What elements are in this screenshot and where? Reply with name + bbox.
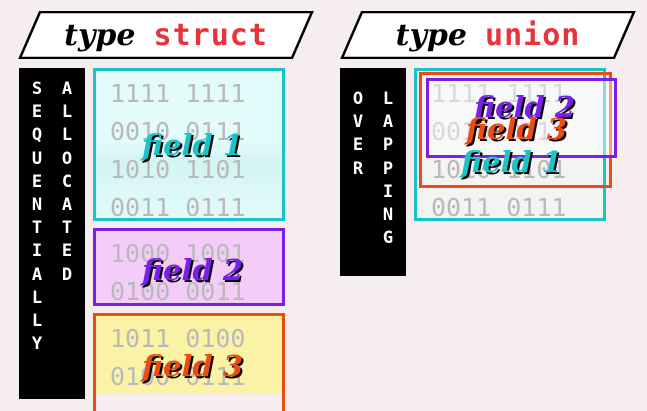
- struct-title-keyword: type: [64, 17, 136, 53]
- union-field-1-box: 1111 1111 0010 0111 1010 1101 0011 0111: [414, 68, 606, 221]
- struct-field-3-label: field 3: [142, 349, 244, 383]
- struct-field-3-bits: 1011 0100 0100 0111: [110, 320, 245, 396]
- union-bit-row: 1111 1111: [431, 79, 567, 108]
- union-field-3-box: [419, 72, 612, 188]
- struct-title-banner: type struct: [18, 11, 314, 59]
- struct-field-1-bit-row: 0011 0111: [110, 193, 246, 221]
- allocated-letter: C: [61, 171, 73, 192]
- allocated-letter: L: [61, 102, 73, 123]
- allocated-letter: A: [61, 194, 73, 215]
- struct-title-typename: struct: [153, 17, 268, 53]
- struct-field-2-label: field 2: [142, 253, 244, 287]
- union-bit-row: 1010 1101: [431, 155, 567, 184]
- struct-field-2-bit-row: 1000 1001: [110, 239, 246, 268]
- allocated-letter: O: [61, 148, 73, 169]
- sequentially-letter: U: [31, 148, 43, 169]
- lapping-letter: N: [382, 204, 394, 225]
- struct-title-parallelogram: [18, 11, 314, 59]
- allocated-letter: A: [61, 79, 73, 99]
- union-field-3-label: field 3: [466, 112, 568, 146]
- union-title: type union: [396, 18, 581, 53]
- lapping-letter: I: [382, 181, 394, 202]
- over-letter: V: [352, 112, 364, 133]
- struct-title: type struct: [64, 18, 268, 53]
- struct-field-2-bit-row: 0100 0011: [110, 277, 246, 306]
- sequentially-letter: L: [31, 287, 43, 308]
- struct-field-1-box: 1111 1111 0010 0111 1010 1101 0011 0111 fie…: [93, 68, 285, 221]
- struct-field-3-box: 1011 0100 0100 0111 field 3: [93, 313, 285, 411]
- allocated-letter: L: [61, 125, 73, 146]
- union-field-2-box: [426, 78, 617, 158]
- over-letter: O: [352, 89, 364, 109]
- lapping-letter: P: [382, 135, 394, 156]
- lapping-letter: G: [382, 228, 394, 249]
- sequentially-letter: L: [31, 310, 43, 331]
- struct-field-1-label: field 1: [142, 128, 244, 162]
- allocated-letter: D: [61, 264, 73, 285]
- allocated-letter: E: [61, 241, 73, 262]
- sequentially-letter: E: [31, 102, 43, 123]
- sequentially-letter: A: [31, 264, 43, 285]
- allocated-letter: T: [61, 218, 73, 239]
- struct-field-1-bits: 1111 1111 0010 0111 1010 1101 0011 0111: [110, 75, 246, 221]
- struct-field-2-bits: 1000 1001 0100 0011: [110, 235, 246, 306]
- union-field-2-label: field 2: [474, 90, 576, 124]
- union-bits: 1111 1111 0010 0111 1010 1101 0011 0111: [431, 75, 567, 221]
- struct-field-2-box: 1000 1001 0100 0011 field 2: [93, 228, 285, 306]
- struct-field-3-bit-row: 0100 0111: [110, 362, 246, 391]
- sequentially-letter: I: [31, 241, 43, 262]
- union-title-parallelogram: [340, 11, 636, 59]
- struct-field-1-bit-row: 1010 1101: [110, 155, 246, 184]
- struct-field-3-bit-row: 1011 0100: [110, 324, 246, 353]
- lapping-letter: P: [382, 158, 394, 179]
- union-title-banner: type union: [340, 11, 636, 59]
- sequentially-letter: E: [31, 171, 43, 192]
- sequentially-letter: Q: [31, 125, 43, 146]
- sequentially-letter: N: [31, 194, 43, 215]
- union-field-1-label: field 1: [461, 145, 563, 179]
- lapping-letter: A: [382, 112, 394, 133]
- union-title-typename: union: [485, 17, 581, 53]
- sequentially-letter: T: [31, 218, 43, 239]
- struct-field-1-bit-row: 0010 0111: [110, 117, 246, 146]
- over-letter: R: [352, 158, 364, 179]
- union-bit-row: 0010 0111: [431, 117, 567, 146]
- union-title-keyword: type: [395, 17, 467, 53]
- over-letter: E: [352, 135, 364, 156]
- struct-field-1-bit-row: 1111 1111: [110, 79, 246, 108]
- union-bit-row: 0011 0111: [431, 193, 567, 221]
- sequentially-letter: S: [31, 79, 43, 99]
- lapping-letter: L: [382, 89, 394, 109]
- sequentially-letter: Y: [31, 334, 43, 355]
